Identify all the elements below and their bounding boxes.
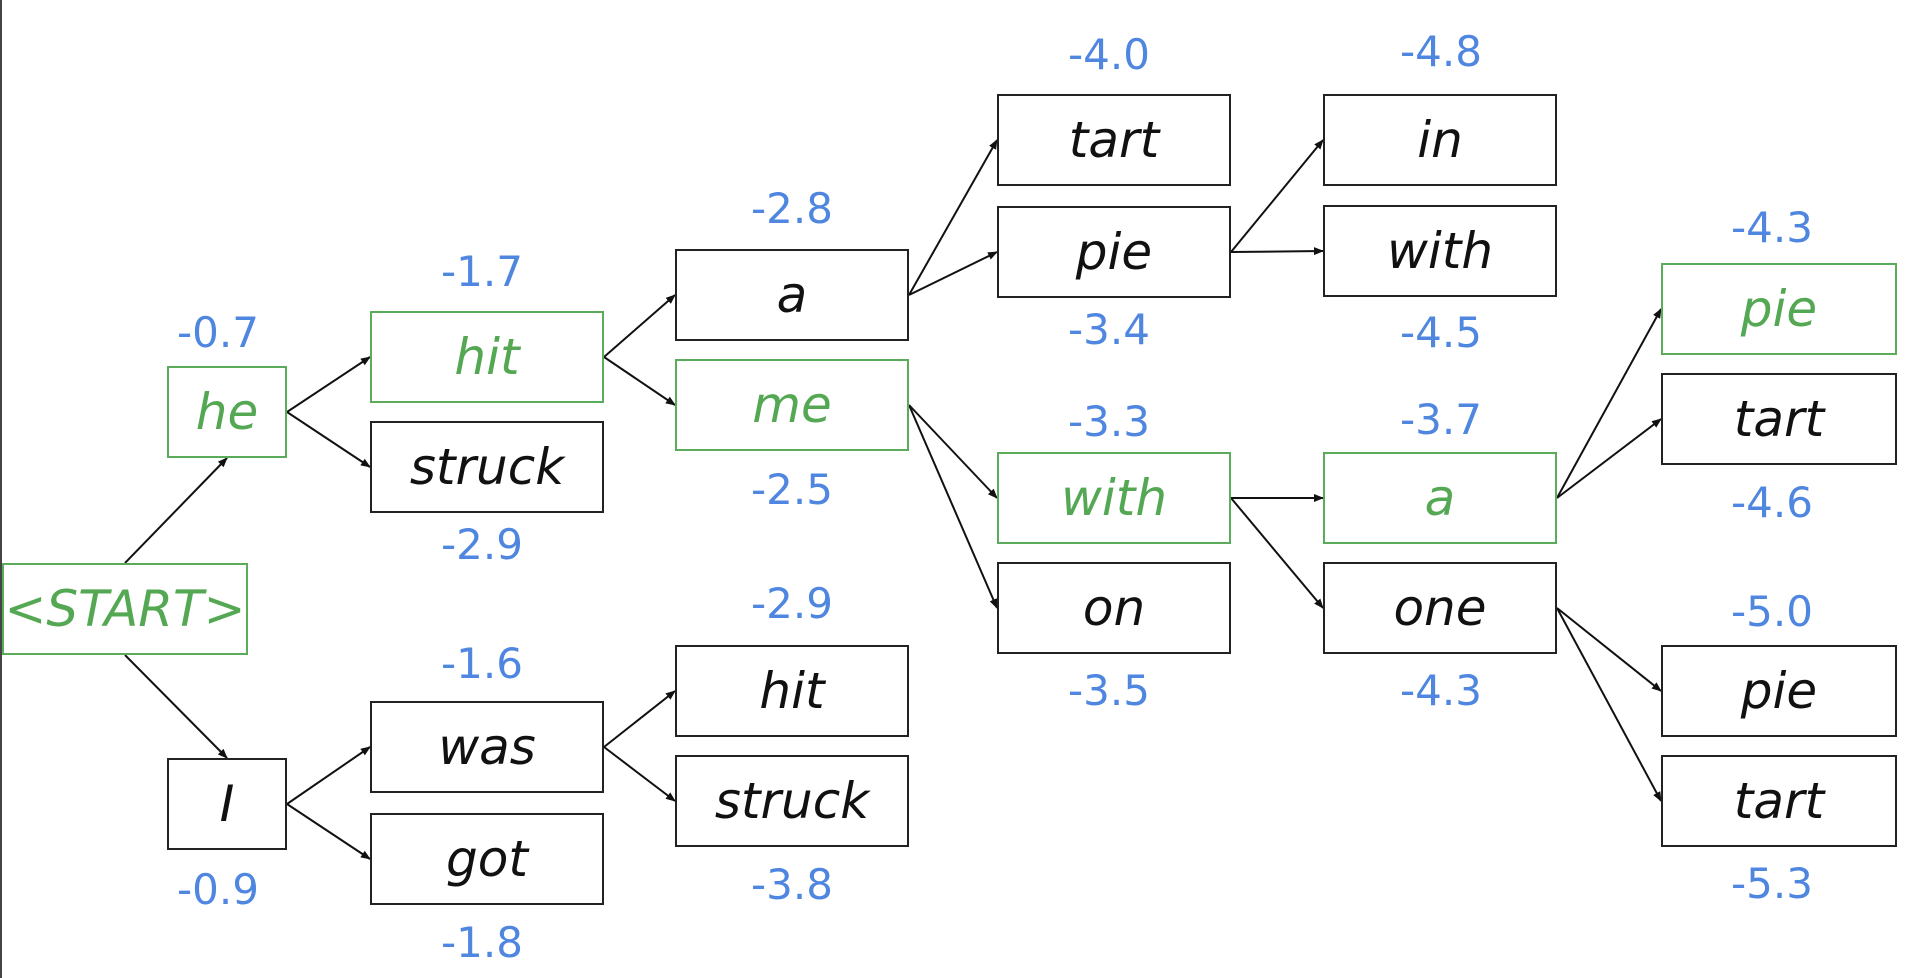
node-pie: pie <box>997 206 1231 298</box>
score-label: -2.5 <box>751 465 833 514</box>
score-label: -2.9 <box>441 520 523 569</box>
score-label: -3.5 <box>1068 666 1150 715</box>
edge-arrow-pie1-with2 <box>1230 247 1324 256</box>
node-was: was <box>370 701 604 793</box>
node-start: <START> <box>2 563 248 655</box>
score-label: -1.6 <box>441 639 523 688</box>
score-label: -3.8 <box>751 860 833 909</box>
edge-arrow-one-tart3 <box>1556 607 1662 802</box>
score-label: -2.9 <box>751 579 833 628</box>
score-label: -1.8 <box>441 918 523 967</box>
score-label: -0.9 <box>177 865 259 914</box>
node-hit: hit <box>370 311 604 403</box>
node-i: I <box>167 758 287 850</box>
score-label: -0.7 <box>177 308 259 357</box>
score-label: -4.8 <box>1400 27 1482 76</box>
edge-arrow-me-with1 <box>908 404 998 499</box>
node-one: one <box>1323 562 1557 654</box>
score-label: -4.3 <box>1400 666 1482 715</box>
score-label: -3.4 <box>1068 305 1150 354</box>
node-got: got <box>370 813 604 905</box>
score-label: -5.3 <box>1731 859 1813 908</box>
node-a: a <box>1323 452 1557 544</box>
score-label: -4.3 <box>1731 203 1813 252</box>
node-with: with <box>997 452 1231 544</box>
node-in: in <box>1323 94 1557 186</box>
node-tart: tart <box>1661 755 1897 847</box>
edge-arrow-a2-pie2 <box>1556 308 1662 499</box>
edge-arrow-i-was <box>286 746 371 805</box>
node-tart: tart <box>1661 373 1897 465</box>
edge-arrow-a2-tart2 <box>1556 418 1662 499</box>
score-label: -3.3 <box>1068 397 1150 446</box>
edge-arrow-start-he <box>124 457 228 564</box>
left-border-line <box>0 0 2 978</box>
edge-arrow-one-pie3 <box>1556 607 1662 692</box>
node-struck: struck <box>675 755 909 847</box>
node-tart: tart <box>997 94 1231 186</box>
score-label: -4.5 <box>1400 308 1482 357</box>
score-label: -4.6 <box>1731 478 1813 527</box>
edge-arrow-hit1-me <box>603 356 676 406</box>
score-label: -5.0 <box>1731 587 1813 636</box>
edge-arrow-with1-one <box>1230 497 1324 609</box>
node-struck: struck <box>370 421 604 513</box>
node-hit: hit <box>675 645 909 737</box>
node-with: with <box>1323 205 1557 297</box>
edge-arrow-i-got <box>286 803 371 860</box>
edge-arrow-a1-pie1 <box>908 251 998 296</box>
score-label: -3.7 <box>1400 395 1482 444</box>
node-he: he <box>167 366 287 458</box>
score-label: -1.7 <box>441 247 523 296</box>
edge-arrow-pie1-in <box>1230 139 1324 253</box>
edge-arrow-he-hit1 <box>286 356 371 413</box>
edge-arrow-start-i <box>124 654 228 759</box>
node-a: a <box>675 249 909 341</box>
edge-arrow-me-on <box>908 404 998 609</box>
node-on: on <box>997 562 1231 654</box>
node-pie: pie <box>1661 645 1897 737</box>
edge-arrow-was-hit2 <box>603 690 676 748</box>
edge-arrow-hit1-a1 <box>603 294 676 358</box>
edge-arrow-a1-tart1 <box>908 139 998 296</box>
score-label: -2.8 <box>751 184 833 233</box>
score-label: -4.0 <box>1068 30 1150 79</box>
node-pie: pie <box>1661 263 1897 355</box>
node-me: me <box>675 359 909 451</box>
edge-arrow-he-struck1 <box>286 411 371 468</box>
edge-arrow-was-struck2 <box>603 746 676 802</box>
